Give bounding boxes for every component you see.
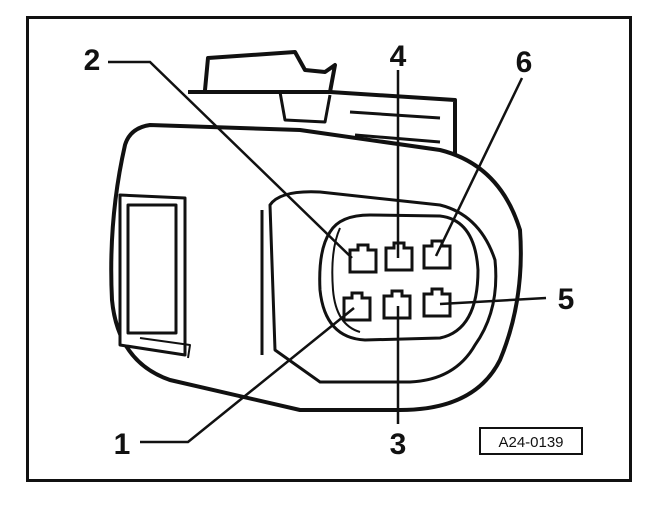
pin-cavity-2	[348, 243, 378, 274]
figure-id-box	[479, 427, 583, 455]
callout-4: 4	[390, 40, 407, 73]
pin-cavity-1	[342, 291, 372, 322]
pin-cavity-5	[422, 287, 452, 318]
callout-1: 1	[114, 428, 131, 461]
leader-line-2	[108, 60, 353, 259]
leader-line-1	[140, 307, 355, 444]
callout-6: 6	[516, 46, 533, 79]
callout-5: 5	[558, 283, 575, 316]
leader-line-5	[439, 296, 547, 306]
pin-cavity-3	[382, 289, 412, 320]
figure-id: A24-0139	[498, 434, 563, 451]
callout-2: 2	[84, 44, 101, 77]
leader-line-6	[434, 77, 524, 257]
callout-3: 3	[390, 428, 407, 461]
pin-cavities	[342, 239, 452, 322]
leader-lines	[108, 60, 547, 444]
connector-housing	[109, 50, 523, 412]
